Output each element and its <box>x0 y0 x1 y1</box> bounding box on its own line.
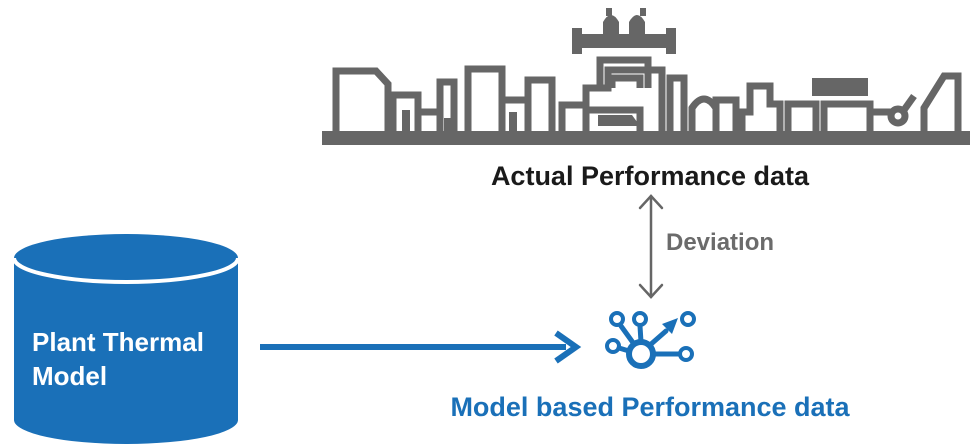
model-based-performance-label: Model based Performance data <box>450 392 850 422</box>
actual-performance-label: Actual Performance data <box>490 161 810 191</box>
network-hub-icon <box>605 311 696 369</box>
deviation-label: Deviation <box>666 229 775 256</box>
building-tower <box>464 65 506 131</box>
building-left <box>332 67 392 131</box>
building-right <box>920 72 962 131</box>
flow-arrow <box>260 330 582 364</box>
database-label-line1: Plant Thermal <box>32 327 204 357</box>
plant-skyline-icon <box>322 8 970 145</box>
deviation-arrow <box>638 194 664 299</box>
database-label-line2: Model <box>32 360 108 391</box>
database-cylinder-icon <box>12 234 240 444</box>
database-label: Plant Thermal Model <box>32 326 204 394</box>
ground-bar <box>322 131 970 145</box>
